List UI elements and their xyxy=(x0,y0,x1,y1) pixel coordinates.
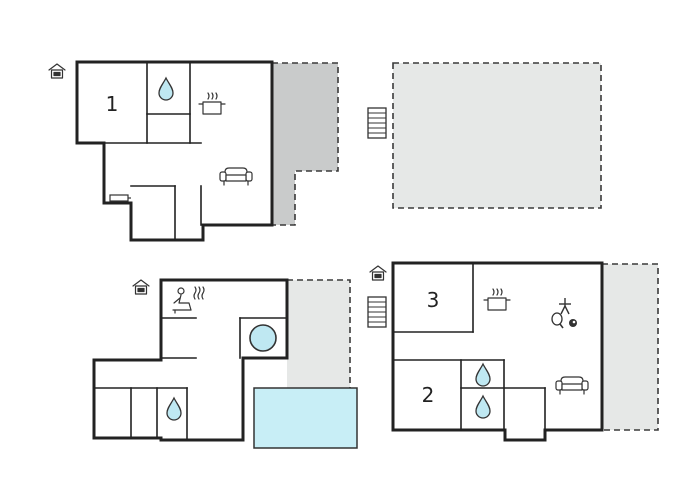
bottom-right-floor xyxy=(391,261,659,442)
house-icon xyxy=(48,63,66,79)
sauna-icon xyxy=(172,286,205,314)
kitchen-pot-icon xyxy=(198,92,226,115)
house-icon xyxy=(132,279,150,295)
garden-area xyxy=(392,62,602,209)
table-tennis-icon xyxy=(551,297,578,329)
kitchen-pot-icon xyxy=(483,288,511,311)
bottom-left-floor xyxy=(92,278,358,449)
stairs-icon xyxy=(367,296,387,328)
whirlpool-icon xyxy=(249,324,277,352)
swimming-pool xyxy=(253,387,358,449)
bathroom-drop-icon xyxy=(166,397,182,421)
sofa-icon xyxy=(219,167,253,186)
bathroom-drop-icon xyxy=(158,77,174,101)
top-left-floor xyxy=(75,60,339,242)
terrace-top-left xyxy=(272,63,338,225)
bathroom-drop-icon xyxy=(475,395,491,419)
sofa-icon xyxy=(555,376,589,395)
entrance-door xyxy=(109,194,129,202)
room-number: 2 xyxy=(422,383,435,407)
bathroom-drop-icon xyxy=(475,363,491,387)
room-number: 1 xyxy=(106,92,119,116)
house-icon xyxy=(369,265,387,281)
stairs-icon xyxy=(367,107,387,139)
room-number: 3 xyxy=(427,288,440,312)
